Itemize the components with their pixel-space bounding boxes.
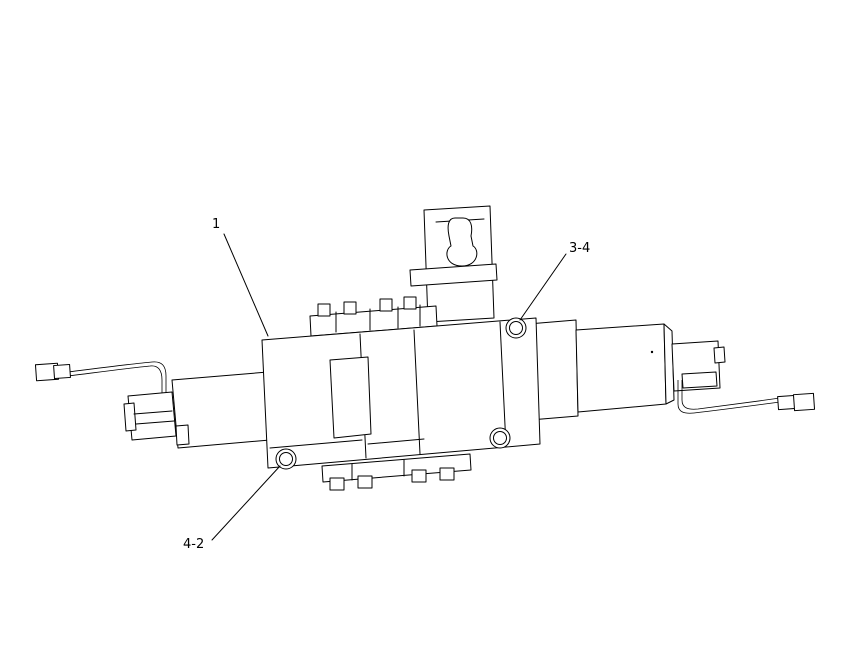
mounting-bracket <box>409 205 498 323</box>
leader-line-1 <box>223 233 269 337</box>
o-ring-seals <box>275 317 527 470</box>
left-wire-harness <box>34 361 167 398</box>
callout-label-1: 1 <box>212 217 220 232</box>
leader-lines <box>211 233 567 541</box>
valve-body <box>261 317 541 469</box>
leader-line-4-2 <box>211 465 281 541</box>
bottom-fittings <box>321 453 472 491</box>
callout-label-3-4: 3-4 <box>569 241 590 256</box>
left-solenoid <box>123 371 271 449</box>
leader-line-3-4 <box>519 253 567 321</box>
callout-label-4-2: 4-2 <box>183 537 204 552</box>
right-solenoid <box>527 319 675 421</box>
right-wire-harness <box>671 340 816 414</box>
